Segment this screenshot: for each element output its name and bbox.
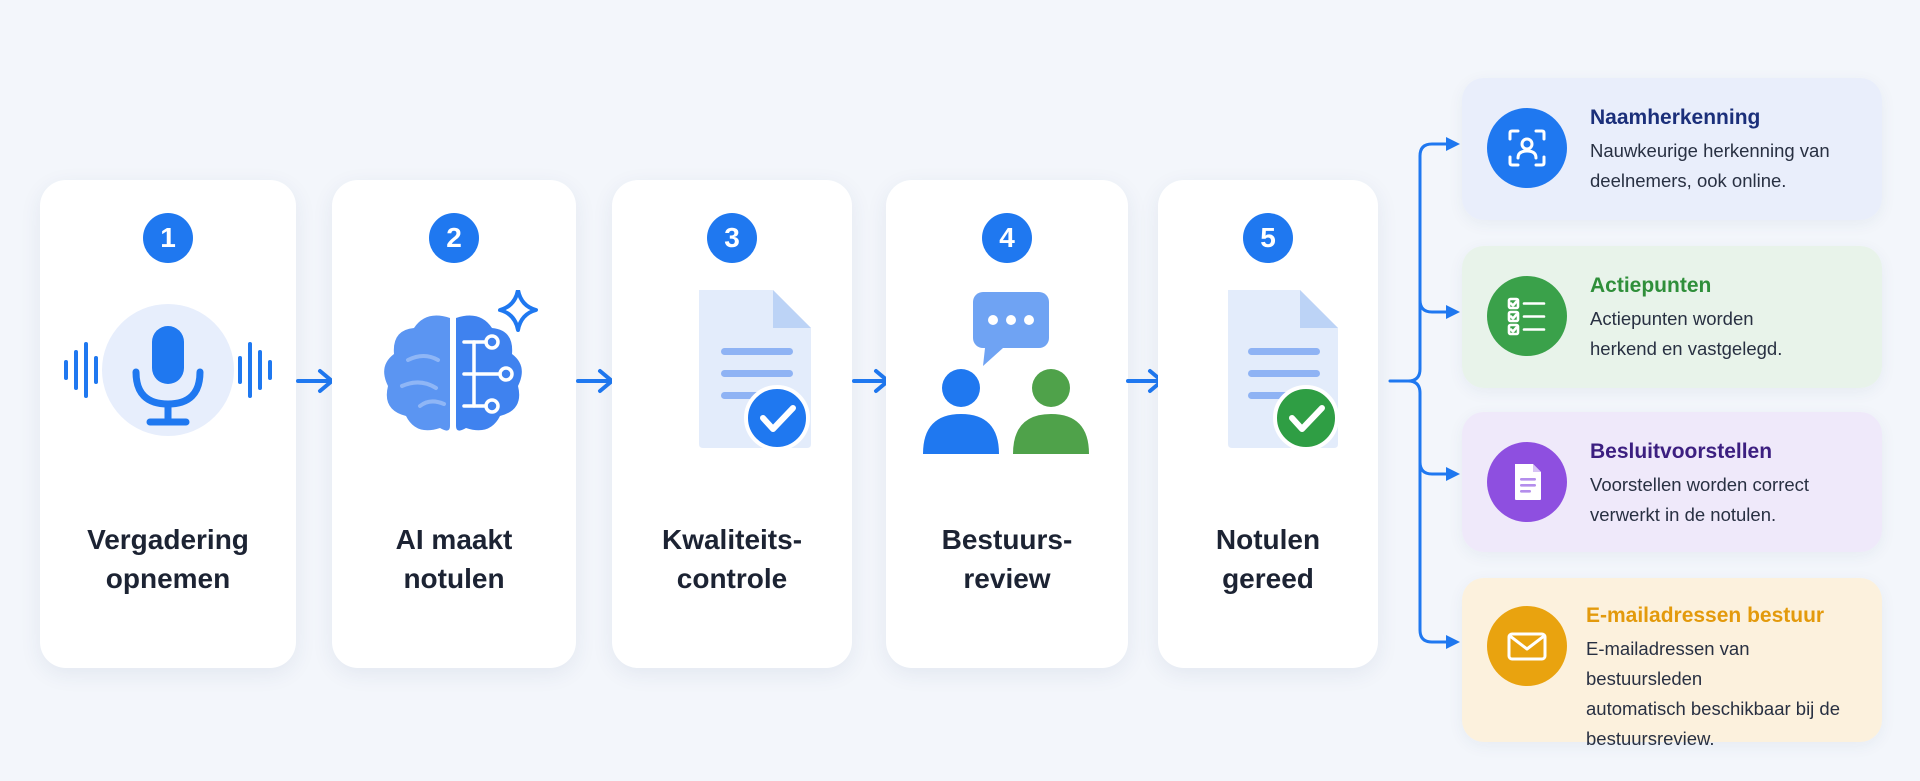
- step-card-3: 3 Kwaliteits- controle: [612, 180, 852, 668]
- people-chat-icon: [921, 290, 1093, 456]
- step-number-4: 4: [982, 213, 1032, 263]
- step-number-2: 2: [429, 213, 479, 263]
- face-recognition-icon: [1487, 108, 1567, 188]
- step-title-1: Vergadering opnemen: [87, 524, 249, 594]
- step-card-4: 4 Bestuurs- review: [886, 180, 1128, 668]
- document-done-icon: [1188, 290, 1348, 458]
- ai-brain-icon: [364, 288, 544, 450]
- feature-title-4: E-mailadressen bestuur: [1586, 604, 1825, 627]
- feature-desc-4: E-mailadressen van bestuursleden automat…: [1586, 638, 1841, 749]
- document-icon: [1487, 442, 1567, 522]
- feature-text-2: Actiepunten Actiepunten worden herkend e…: [1590, 272, 1866, 364]
- feature-card-name-recognition: Naamherkenning Nauwkeurige herkenning va…: [1462, 78, 1882, 220]
- feature-text-1: Naamherkenning Nauwkeurige herkenning va…: [1590, 104, 1866, 196]
- envelope-icon: [1487, 606, 1567, 686]
- document-check-icon: [647, 290, 817, 458]
- step-number-3: 3: [707, 213, 757, 263]
- step-number-1: 1: [143, 213, 193, 263]
- feature-desc-1: Nauwkeurige herkenning van deelnemers, o…: [1590, 140, 1830, 191]
- step-number-5: 5: [1243, 213, 1293, 263]
- step-card-1: 1 Vergadering: [40, 180, 296, 668]
- step-title-5: Notulen gereed: [1215, 524, 1321, 594]
- feature-card-action-items: Actiepunten Actiepunten worden herkend e…: [1462, 246, 1882, 388]
- feature-text-3: Besluitvoorstellen Voorstellen worden co…: [1590, 438, 1866, 530]
- step-card-5: 5 Notulen gereed: [1158, 180, 1378, 668]
- feature-desc-2: Actiepunten worden herkend en vastgelegd…: [1590, 308, 1783, 359]
- step-title-3: Kwaliteits- controle: [661, 524, 803, 594]
- microphone-icon: [60, 290, 276, 450]
- step-title-4: Bestuurs- review: [941, 524, 1073, 594]
- feature-title-2: Actiepunten: [1590, 274, 1712, 297]
- feature-card-proposals: Besluitvoorstellen Voorstellen worden co…: [1462, 412, 1882, 552]
- step-title-2: AI maakt notulen: [395, 524, 513, 594]
- feature-title-3: Besluitvoorstellen: [1590, 440, 1773, 463]
- checklist-icon: [1487, 276, 1567, 356]
- feature-card-board-emails: E-mailadressen bestuur E-mailadressen va…: [1462, 578, 1882, 749]
- feature-text-4: E-mailadressen bestuur E-mailadressen va…: [1586, 602, 1866, 754]
- feature-title-1: Naamherkenning: [1590, 106, 1761, 129]
- step-card-2: 2 AI maakt notulen: [332, 180, 576, 668]
- feature-desc-3: Voorstellen worden correct verwerkt in d…: [1590, 474, 1810, 525]
